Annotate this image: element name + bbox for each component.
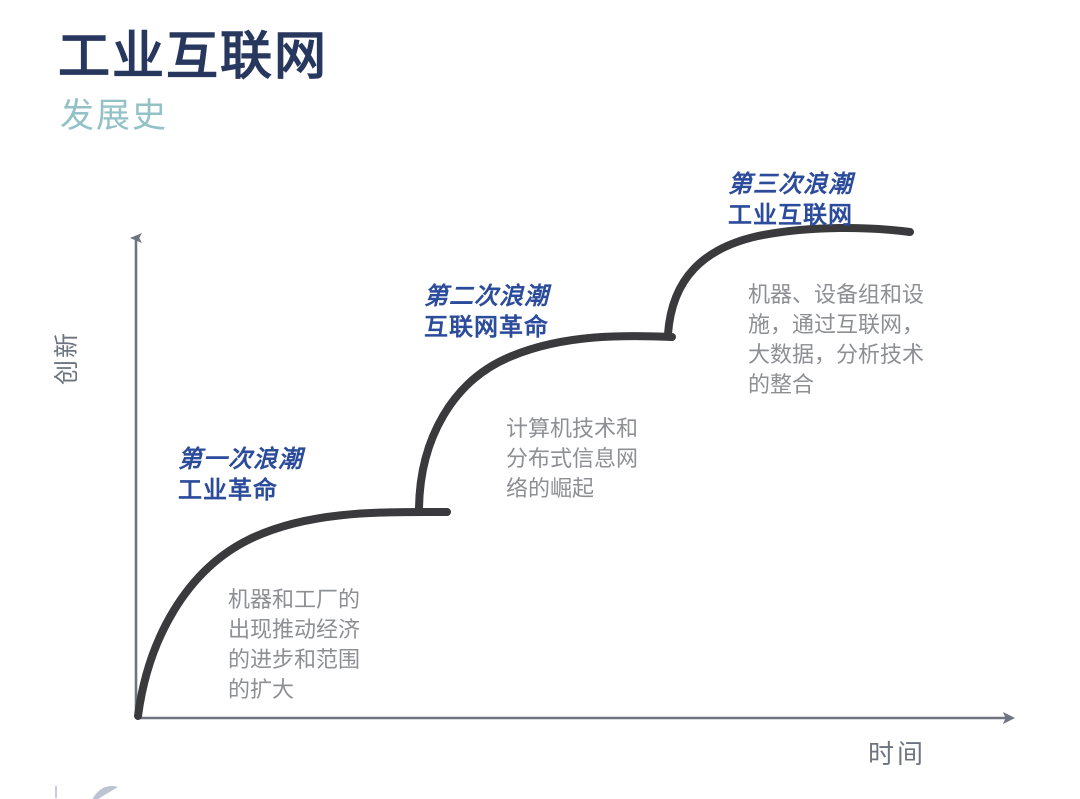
wave-3-name: 工业互联网	[728, 200, 853, 229]
wave-1-curve	[134, 507, 451, 720]
wave-2-description: 计算机技术和 分布式信息网 络的崛起	[506, 417, 639, 502]
wave-3-heading: 第三次浪潮 工业互联网	[728, 168, 853, 231]
x-axis-label: 时间	[868, 740, 927, 770]
wave-1-name: 工业革命	[178, 475, 278, 504]
wave-1-ordinal: 第一次浪潮	[178, 444, 303, 473]
page-title: 工业互联网	[58, 26, 329, 87]
wave-2-heading: 第二次浪潮 互联网革命	[424, 280, 549, 343]
wave-2-ordinal: 第二次浪潮	[424, 281, 549, 310]
corner-watermark-icon	[55, 786, 118, 799]
wave-3-ordinal: 第三次浪潮	[728, 169, 853, 198]
y-axis-label: 创新	[52, 330, 81, 385]
wave-3-description: 机器、设备组和设 施，通过互联网， 大数据，分析技术 的整合	[748, 283, 925, 398]
wave-1-description: 机器和工厂的 出现推动经济 的进步和范围 的扩大	[228, 588, 361, 703]
wave-1-heading: 第一次浪潮 工业革命	[178, 443, 303, 506]
wave-3-curve	[664, 223, 914, 338]
page-subtitle: 发展史	[60, 96, 168, 136]
wave-2-name: 互联网革命	[424, 312, 549, 341]
wave-2-curve	[415, 332, 676, 512]
